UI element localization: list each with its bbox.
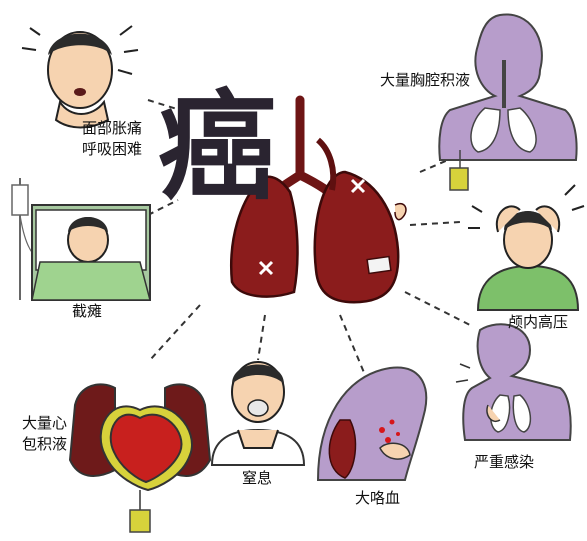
fluid-bag-icon — [449, 167, 469, 191]
intracranial-figure — [468, 184, 585, 311]
pleural-effusion-figure — [438, 13, 578, 191]
connector-pericardial — [149, 304, 201, 361]
label-face-pain: 面部胀痛 呼吸困难 — [82, 118, 142, 160]
heart-icon — [109, 413, 183, 484]
x-mark-icon — [258, 178, 366, 276]
label-suffocation: 窒息 — [242, 469, 273, 487]
pericardial-figure — [68, 383, 212, 533]
label-intracranial-pressure: 颅内高压 — [508, 313, 569, 331]
connector-intracranial — [409, 221, 461, 226]
label-paraplegia: 截瘫 — [72, 302, 103, 320]
label-hemoptysis: 大咯血 — [355, 489, 401, 507]
connector-infection — [404, 291, 471, 326]
cancer-character: 癌 — [158, 77, 276, 216]
connector-paraplegia — [147, 199, 179, 216]
label-pericardial-line1: 大量心 — [22, 414, 68, 432]
hemoptysis-figure — [316, 366, 428, 481]
label-face-pain-line1: 面部胀痛 — [82, 119, 143, 137]
label-infection: 严重感染 — [474, 453, 535, 471]
mask-icon — [247, 399, 269, 417]
label-pericardial-effusion: 大量心 包积液 — [22, 413, 67, 455]
bandage-icon — [366, 255, 392, 275]
connector-suffocation — [257, 314, 266, 361]
paraplegia-figure — [11, 178, 151, 301]
connector-hemoptysis — [339, 314, 366, 376]
label-pleural-effusion: 大量胸腔积液 — [380, 71, 471, 89]
connector-lines — [147, 99, 471, 376]
label-face-pain-line2: 呼吸困难 — [82, 140, 143, 158]
label-pericardial-line2: 包积液 — [22, 435, 68, 453]
central-lungs — [230, 95, 407, 304]
face-pain-figure — [21, 25, 139, 129]
right-lung — [313, 170, 400, 304]
lung-hand-icon — [394, 203, 407, 221]
left-lung — [230, 175, 299, 298]
suffocation-figure — [210, 361, 306, 466]
iv-bag-icon — [11, 184, 29, 216]
fluid-bag-icon — [129, 509, 151, 533]
connector-face — [147, 99, 181, 111]
connector-pleural — [419, 159, 449, 173]
infection-figure — [455, 323, 572, 441]
